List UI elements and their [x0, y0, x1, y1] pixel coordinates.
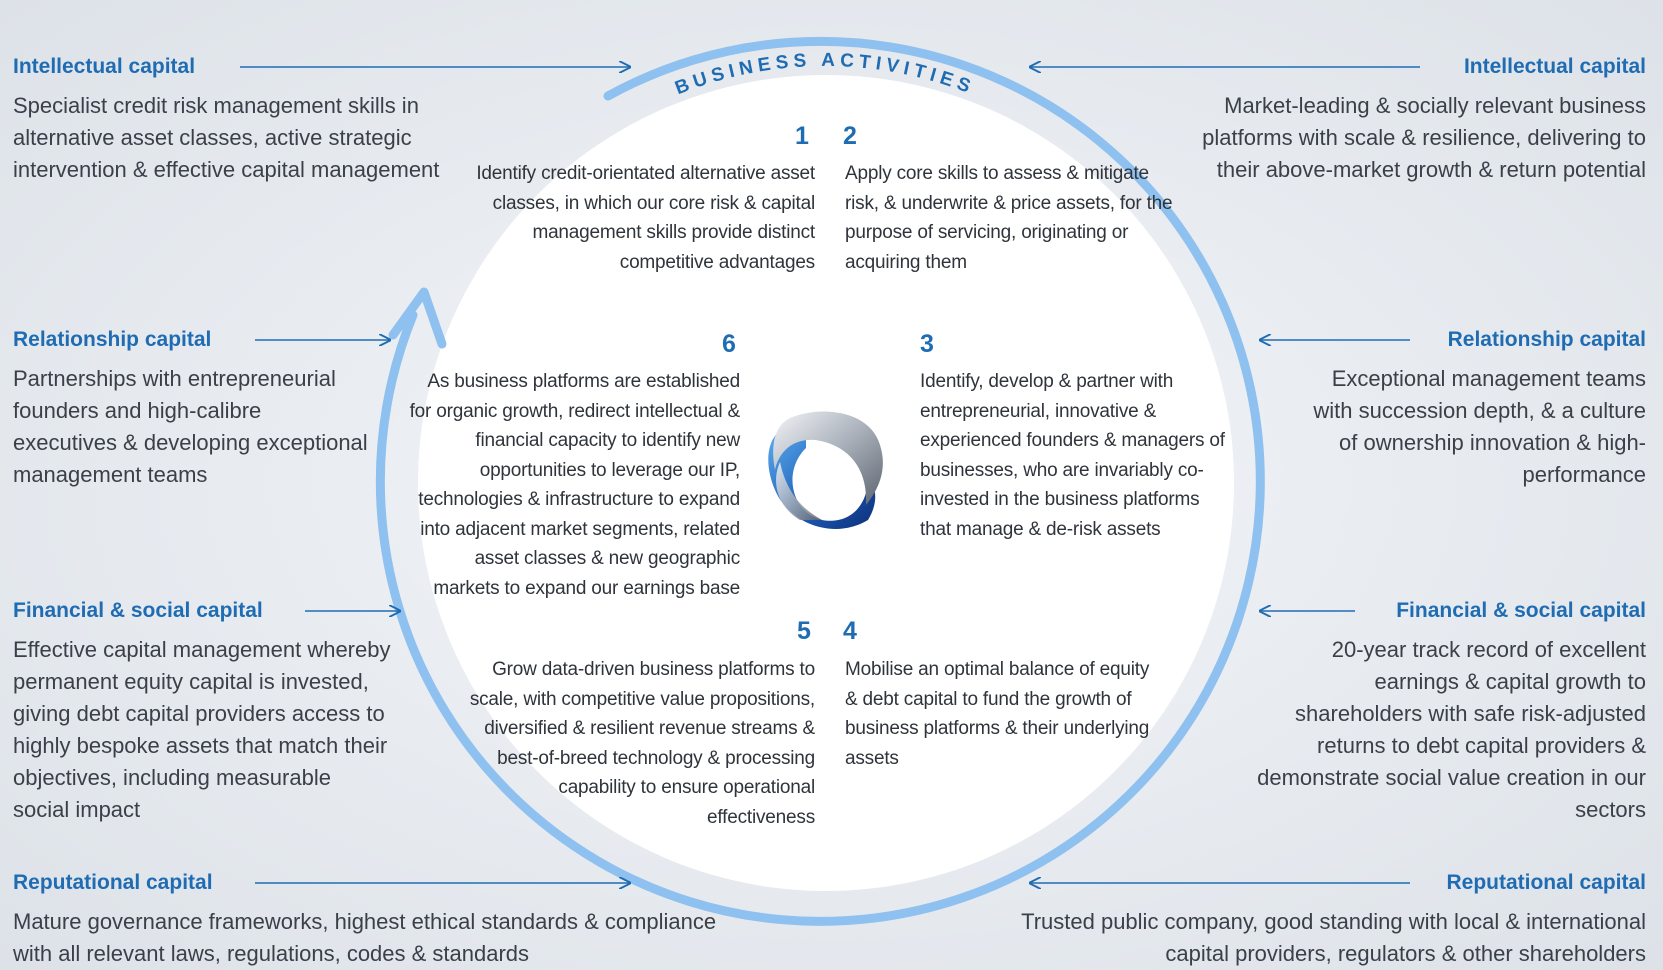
step-3-text: Identify, develop & partner with entrepr…: [920, 371, 1225, 540]
step-4-number: 4: [843, 617, 857, 645]
cycle-ring: [375, 36, 1265, 926]
step-2-text: Apply core skills to assess & mitigate r…: [845, 163, 1173, 273]
step-4-text: Mobilise an optimal balance of equity & …: [845, 659, 1150, 769]
right-relationship-text: Exceptional management teams with succes…: [1313, 366, 1646, 487]
step-5-text: Grow data-driven business platforms to s…: [469, 659, 815, 828]
step-5-number: 5: [797, 617, 811, 645]
company-logo-icon: [768, 411, 883, 529]
left-relationship-label: Relationship capital: [13, 328, 212, 351]
left-reputational-text: Mature governance frameworks, highest et…: [13, 909, 717, 966]
step-3-number: 3: [920, 330, 934, 358]
left-reputational-label: Reputational capital: [13, 871, 213, 894]
right-intellectual-text: Market-leading & socially relevant busin…: [1202, 93, 1646, 182]
right-intellectual-label: Intellectual capital: [1463, 55, 1646, 78]
central-circle: [418, 75, 1234, 891]
step-1-text: Identify credit-orientated alternative a…: [476, 163, 815, 273]
step-1-number: 1: [795, 122, 809, 150]
right-relationship-label: Relationship capital: [1447, 328, 1646, 351]
right-reputational-text: Trusted public company, good standing wi…: [1021, 909, 1646, 966]
left-relationship-text: Partnerships with entrepreneurial founde…: [13, 366, 368, 487]
right-financial-text: 20-year track record of excellent earnin…: [1257, 637, 1646, 822]
step-6-text: As business platforms are established fo…: [409, 371, 741, 599]
left-intellectual-text: Specialist credit risk management skills…: [13, 93, 440, 182]
left-financial-label: Financial & social capital: [13, 599, 263, 622]
step-6-number: 6: [722, 330, 736, 358]
right-financial-label: Financial & social capital: [1396, 599, 1646, 622]
cycle-arrowhead-icon: [388, 287, 447, 349]
right-reputational-label: Reputational capital: [1446, 871, 1646, 894]
left-intellectual-label: Intellectual capital: [13, 55, 196, 78]
step-2-number: 2: [843, 122, 857, 150]
left-financial-text: Effective capital management whereby per…: [13, 637, 391, 822]
